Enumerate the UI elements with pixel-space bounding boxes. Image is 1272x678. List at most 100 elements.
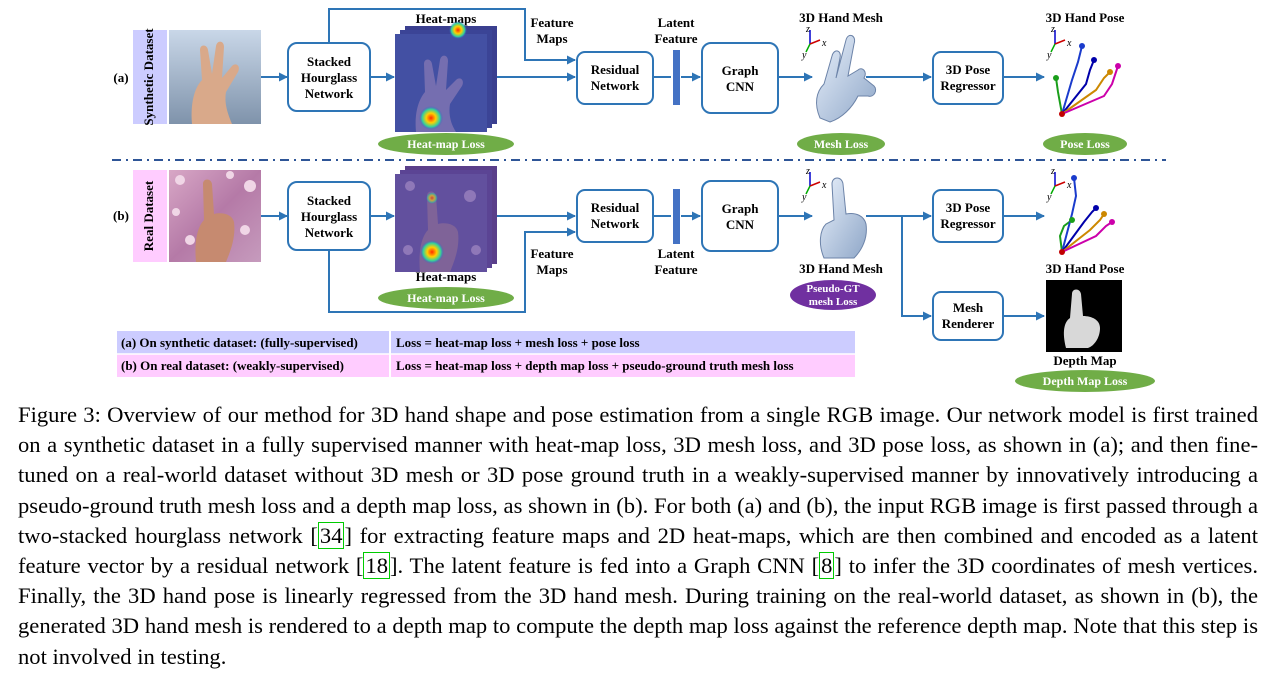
svg-text:Network: Network bbox=[591, 216, 640, 231]
hand-mesh-b bbox=[819, 177, 867, 259]
legend-row-a-left: (a) On synthetic dataset: (fully-supervi… bbox=[121, 335, 358, 350]
svg-text:CNN: CNN bbox=[726, 79, 755, 94]
legend-row-b-left: (b) On real dataset: (weakly-supervised) bbox=[121, 358, 344, 373]
graph-cnn-box-a: Graph CNN bbox=[701, 42, 779, 114]
svg-text:x: x bbox=[821, 180, 827, 191]
latent-feature-bar-b bbox=[673, 189, 680, 244]
axes-icon-a2: z x y bbox=[1046, 24, 1072, 61]
svg-text:Feature: Feature bbox=[654, 31, 697, 46]
svg-text:x: x bbox=[1066, 38, 1072, 49]
svg-text:Regressor: Regressor bbox=[940, 216, 996, 231]
real-dataset-tag: Real Dataset bbox=[133, 170, 167, 262]
stacked-hourglass-line3: Network bbox=[305, 86, 354, 101]
stacked-hourglass-box-a: Stacked Hourglass Network bbox=[287, 42, 371, 112]
svg-text:Heat-map Loss: Heat-map Loss bbox=[407, 291, 485, 305]
citation-link-34[interactable]: 34 bbox=[317, 521, 345, 549]
stacked-hourglass-line1: Stacked bbox=[307, 54, 352, 69]
residual-network-box-a: Residual Network bbox=[576, 51, 654, 105]
svg-text:Mesh Loss: Mesh Loss bbox=[814, 137, 869, 151]
svg-text:3D Pose: 3D Pose bbox=[946, 200, 991, 215]
row-b-label: (b) bbox=[113, 208, 129, 223]
legend-row-a-right: Loss = heat-map loss + mesh loss + pose … bbox=[396, 335, 640, 350]
svg-text:y: y bbox=[801, 50, 807, 61]
citation-link-8[interactable]: 8 bbox=[819, 552, 835, 580]
svg-text:y: y bbox=[1046, 192, 1052, 203]
axes-icon-a1: z x y bbox=[801, 24, 827, 61]
depth-map-loss-badge: Depth Map Loss bbox=[1015, 370, 1155, 392]
graph-cnn-box-b: Graph CNN bbox=[701, 180, 779, 252]
svg-text:Residual: Residual bbox=[591, 200, 640, 215]
svg-text:y: y bbox=[1046, 50, 1052, 61]
hand-mesh-label-b: 3D Hand Mesh bbox=[799, 261, 884, 276]
feature-maps-line1-a: Feature bbox=[530, 15, 573, 30]
heatmaps-stack-b bbox=[395, 166, 497, 272]
svg-text:Latent: Latent bbox=[658, 15, 696, 30]
caption-part-4: ] to infer the 3D coordinates of mesh ve… bbox=[18, 553, 1258, 669]
heatmap-loss-badge-a: Heat-map Loss bbox=[378, 133, 514, 155]
heatmaps-label-a: Heat-maps bbox=[416, 11, 477, 26]
svg-text:Stacked: Stacked bbox=[307, 193, 352, 208]
citation-link-18[interactable]: 18 bbox=[363, 552, 390, 580]
hand-mesh-a bbox=[816, 34, 877, 123]
feature-maps-line2-a: Maps bbox=[536, 31, 567, 46]
heatmaps-stack-a bbox=[395, 21, 497, 132]
row-a-label: (a) bbox=[113, 70, 128, 85]
hand-pose-label-a: 3D Hand Pose bbox=[1046, 10, 1125, 25]
axes-icon-b2: z x y bbox=[1046, 166, 1072, 203]
stacked-hourglass-line2: Hourglass bbox=[301, 70, 357, 85]
svg-text:Pseudo-GT: Pseudo-GT bbox=[806, 283, 860, 295]
svg-text:Network: Network bbox=[591, 78, 640, 93]
svg-text:CNN: CNN bbox=[726, 217, 755, 232]
heatmap-loss-text-a: Heat-map Loss bbox=[407, 137, 485, 151]
svg-text:mesh Loss: mesh Loss bbox=[809, 296, 858, 308]
caption-part-1: Figure 3: Overview of our method for 3D … bbox=[18, 402, 1258, 548]
svg-text:Feature: Feature bbox=[530, 246, 573, 261]
latent-feature-bar-a bbox=[673, 50, 680, 105]
svg-text:z: z bbox=[805, 24, 810, 35]
svg-text:x: x bbox=[1066, 180, 1072, 191]
svg-text:y: y bbox=[801, 192, 807, 203]
hand-pose-label-b: 3D Hand Pose bbox=[1046, 261, 1125, 276]
svg-text:Regressor: Regressor bbox=[940, 78, 996, 93]
heatmap-loss-badge-b: Heat-map Loss bbox=[378, 287, 514, 309]
svg-text:3D Pose: 3D Pose bbox=[946, 62, 991, 77]
real-dataset-label: Real Dataset bbox=[141, 180, 156, 251]
figure-caption: Figure 3: Overview of our method for 3D … bbox=[18, 400, 1258, 672]
hand-pose-skeleton-b bbox=[1058, 175, 1115, 255]
svg-text:Graph: Graph bbox=[722, 201, 760, 216]
hand-mesh-label-a: 3D Hand Mesh bbox=[799, 10, 884, 25]
svg-text:Feature: Feature bbox=[654, 262, 697, 277]
pose-regressor-box-a: 3D Pose Regressor bbox=[932, 51, 1004, 105]
svg-text:Network: Network bbox=[305, 225, 354, 240]
svg-text:Renderer: Renderer bbox=[942, 316, 995, 331]
mesh-renderer-box: Mesh Renderer bbox=[932, 291, 1004, 341]
svg-text:Hourglass: Hourglass bbox=[301, 209, 357, 224]
svg-text:Depth Map Loss: Depth Map Loss bbox=[1043, 374, 1128, 388]
caption-part-2: ] for extracting feature maps and 2D hea… bbox=[18, 522, 1258, 579]
svg-text:z: z bbox=[805, 166, 810, 177]
real-input-image bbox=[169, 170, 261, 262]
residual-network-box-b: Residual Network bbox=[576, 189, 654, 243]
svg-text:Residual: Residual bbox=[591, 62, 640, 77]
depth-map-label: Depth Map bbox=[1053, 353, 1116, 368]
svg-text:z: z bbox=[1050, 166, 1055, 177]
hand-pose-skeleton-a bbox=[1053, 43, 1121, 117]
svg-text:Graph: Graph bbox=[722, 63, 760, 78]
svg-text:Pose Loss: Pose Loss bbox=[1060, 137, 1110, 151]
pose-loss-badge: Pose Loss bbox=[1043, 133, 1127, 155]
svg-text:z: z bbox=[1050, 24, 1055, 35]
svg-text:x: x bbox=[821, 38, 827, 49]
pseudo-gt-loss-badge: Pseudo-GT mesh Loss bbox=[790, 280, 876, 310]
synthetic-input-image bbox=[169, 30, 261, 124]
synthetic-dataset-tag: Synthetic Dataset bbox=[133, 28, 167, 126]
mesh-loss-badge: Mesh Loss bbox=[797, 133, 885, 155]
svg-text:Maps: Maps bbox=[536, 262, 567, 277]
loss-legend-table: (a) On synthetic dataset: (fully-supervi… bbox=[117, 331, 855, 377]
caption-part-3: ]. The latent feature is fed into a Grap… bbox=[390, 553, 820, 579]
stacked-hourglass-box-b: Stacked Hourglass Network bbox=[287, 181, 371, 251]
svg-text:Latent: Latent bbox=[658, 246, 696, 261]
method-diagram: (a) Synthetic Dataset Stacked Hourglass … bbox=[112, 8, 1166, 392]
legend-row-b-right: Loss = heat-map loss + depth map loss + … bbox=[396, 358, 794, 373]
synthetic-dataset-label: Synthetic Dataset bbox=[141, 28, 156, 126]
